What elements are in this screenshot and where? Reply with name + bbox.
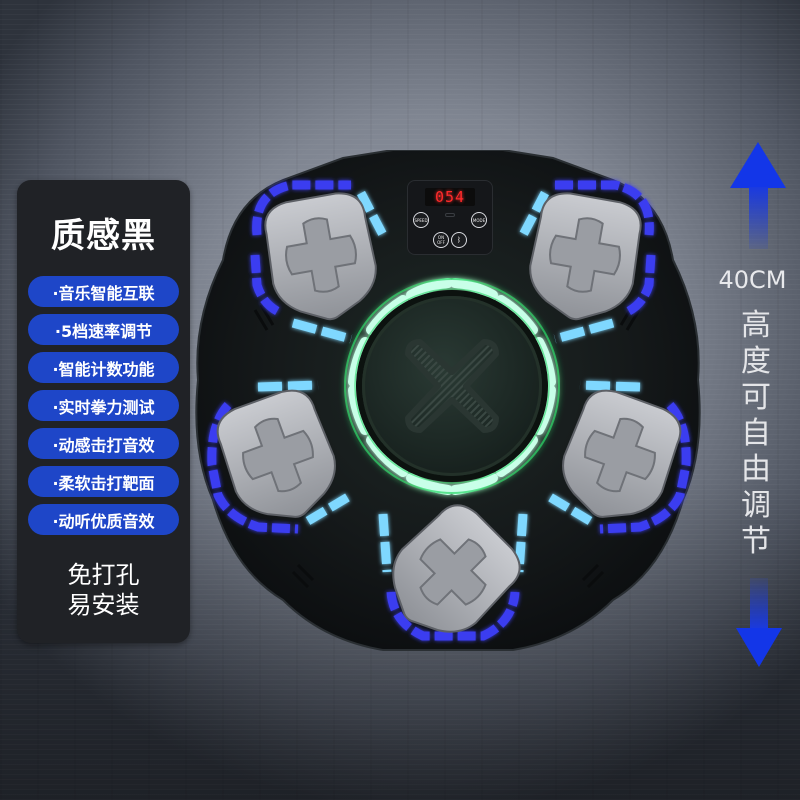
install-note-line2: 易安装 [67, 591, 140, 619]
ir-sensor [445, 213, 455, 217]
vertical-char: 由 [741, 452, 771, 487]
vertical-char: 节 [741, 524, 771, 559]
height-label: 40CM [718, 266, 787, 294]
pad-bottom [369, 493, 532, 652]
power-button[interactable]: ON OFF [433, 232, 449, 248]
boxing-machine: 054 SPEED MODE ON OFF ᛒ [193, 150, 703, 652]
center-x-icon [405, 339, 499, 433]
vertical-char: 自 [741, 416, 771, 451]
feature-pill: ·柔软击打靶面 [28, 466, 179, 497]
speed-button[interactable]: SPEED [413, 212, 429, 228]
arrow-up-shaft [749, 187, 768, 249]
center-led-ring [344, 278, 560, 495]
feature-pill: ·动听优质音效 [28, 504, 179, 535]
vertical-char: 度 [741, 344, 771, 379]
feature-pill: ·动感击打音效 [28, 428, 179, 459]
speed-label: SPEED [414, 217, 428, 223]
vent-grille [253, 304, 641, 589]
height-adjustable-text: 高 度 可 自 由 调 节 [738, 308, 774, 560]
arrow-up-icon [730, 142, 786, 188]
control-panel: 054 SPEED MODE ON OFF ᛒ [407, 180, 493, 255]
counter-display: 054 [425, 188, 475, 206]
bluetooth-button[interactable]: ᛒ [451, 232, 467, 248]
color-variant-title: 质感黑 [51, 216, 156, 256]
vertical-char: 高 [741, 308, 771, 343]
arrow-down-shaft [750, 578, 768, 629]
vertical-char: 调 [741, 488, 771, 523]
feature-pill: ·5档速率调节 [28, 314, 179, 345]
install-note: 免打孔 易安装 [17, 560, 190, 620]
pad-left [207, 380, 351, 535]
bluetooth-icon: ᛒ [456, 235, 462, 244]
arrow-down-icon [736, 628, 782, 667]
feature-panel: 质感黑 ·音乐智能互联 ·5档速率调节 ·智能计数功能 ·实时拳力测试 ·动感击… [17, 180, 190, 643]
power-off-label: OFF [437, 240, 445, 245]
feature-pill: ·智能计数功能 [28, 352, 179, 383]
pad-top-left [250, 180, 387, 344]
mode-label: MODE [472, 217, 486, 223]
feature-pill: ·音乐智能互联 [28, 276, 179, 307]
install-note-line1: 免打孔 [67, 561, 140, 589]
feature-pill: ·实时拳力测试 [28, 390, 179, 421]
power-on-label: ON [437, 235, 445, 240]
mode-button[interactable]: MODE [471, 212, 487, 228]
pad-right [547, 380, 691, 535]
vertical-char: 可 [741, 380, 771, 415]
pad-top-right [519, 180, 656, 344]
